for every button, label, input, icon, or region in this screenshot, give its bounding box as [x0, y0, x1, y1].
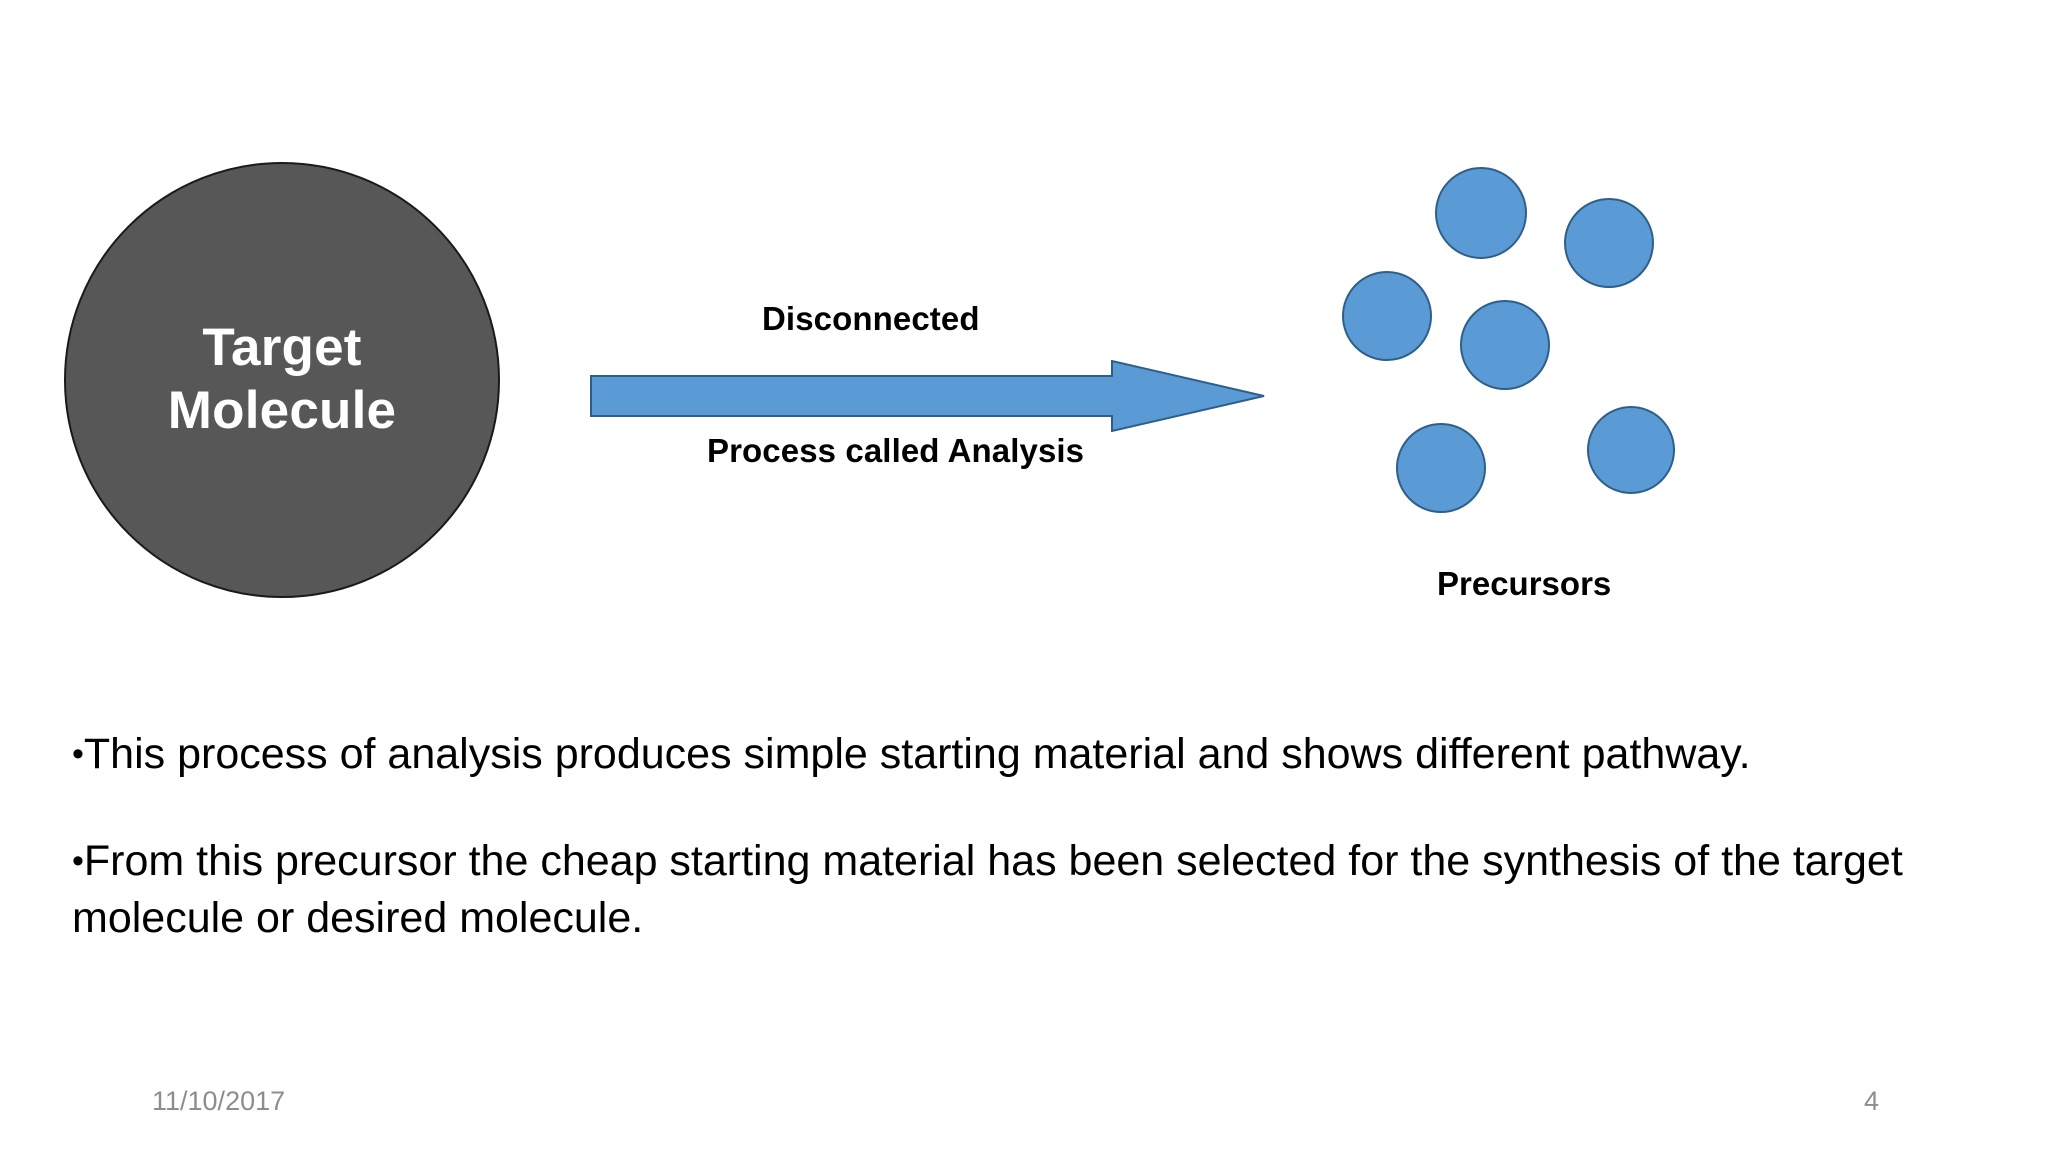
- analysis-arrow[interactable]: [590, 359, 1265, 433]
- precursor-circle-2[interactable]: [1564, 198, 1654, 288]
- target-molecule-shape[interactable]: Target Molecule: [64, 162, 500, 598]
- footer-page-number: 4: [1864, 1086, 1880, 1116]
- precursor-circle-4[interactable]: [1460, 300, 1550, 390]
- precursor-circle-3[interactable]: [1342, 271, 1432, 361]
- target-molecule-label-line-1: Target: [202, 318, 362, 378]
- target-molecule-label-line-2: Molecule: [167, 381, 397, 440]
- arrow-label-disconnected: Disconnected: [762, 300, 980, 337]
- bullet-marker-2: •: [72, 841, 84, 880]
- bullet-paragraph-2-text: From this precursor the cheap starting m…: [72, 836, 1903, 943]
- right-arrow-icon: [590, 359, 1265, 433]
- retrosynthesis-diagram: Target Molecule Disconnected Process cal…: [64, 162, 1675, 602]
- precursor-circle-6[interactable]: [1587, 406, 1675, 494]
- precursors-label: Precursors: [1437, 565, 1612, 602]
- arrow-label-process-called-analysis: Process called Analysis: [707, 432, 1085, 469]
- body-text-block: •This process of analysis produces simpl…: [72, 726, 1972, 997]
- precursor-circle-1[interactable]: [1435, 167, 1527, 259]
- bullet-paragraph-2: •From this precursor the cheap starting …: [72, 833, 1972, 948]
- bullet-paragraph-1-text: This process of analysis produces simple…: [83, 730, 1751, 778]
- bullet-marker-1: •: [72, 735, 84, 773]
- bullet-paragraph-1: •This process of analysis produces simpl…: [72, 726, 1972, 784]
- footer-date: 11/10/2017: [152, 1086, 286, 1116]
- precursor-circle-5[interactable]: [1396, 423, 1486, 513]
